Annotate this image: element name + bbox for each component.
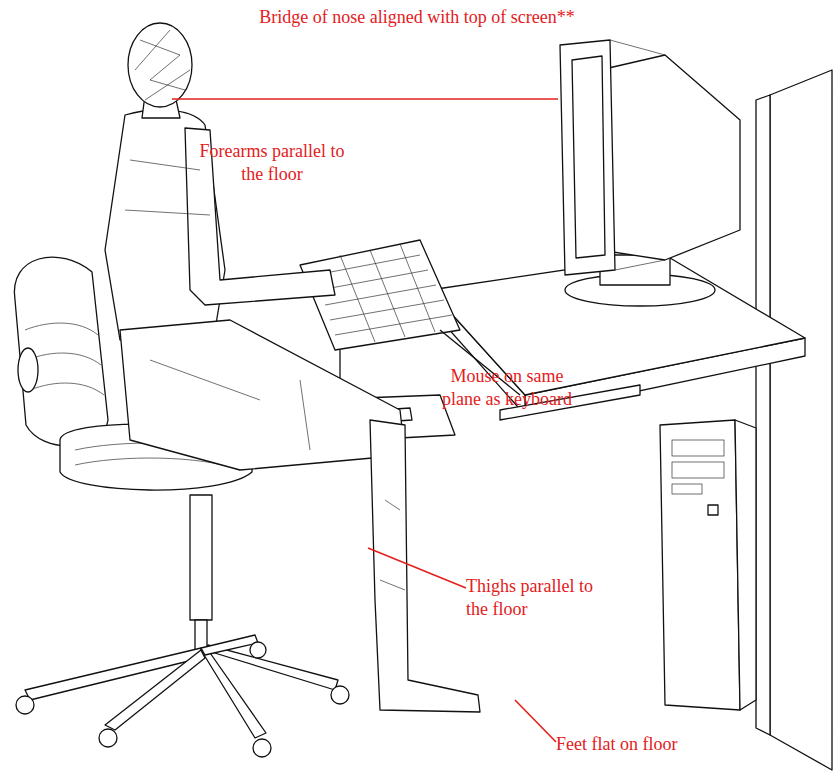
- callout-label: Thighs parallel to the floor: [466, 575, 596, 621]
- computer-tower: [660, 420, 756, 710]
- thigh-leader: [368, 548, 466, 588]
- leader-lines: [172, 99, 558, 742]
- partition-wall: [756, 70, 832, 770]
- seated-person: [105, 23, 480, 712]
- feet-leader: [515, 700, 556, 742]
- computer-monitor: [560, 40, 740, 306]
- callout-label: Bridge of nose aligned with top of scree…: [207, 6, 627, 29]
- nose-leader: [172, 98, 558, 100]
- callout-label: Feet flat on floor: [556, 733, 706, 756]
- callout-label: Forearms parallel to the floor: [198, 140, 346, 186]
- desk: [430, 255, 805, 420]
- callout-label: Mouse on same plane as keyboard: [436, 365, 578, 411]
